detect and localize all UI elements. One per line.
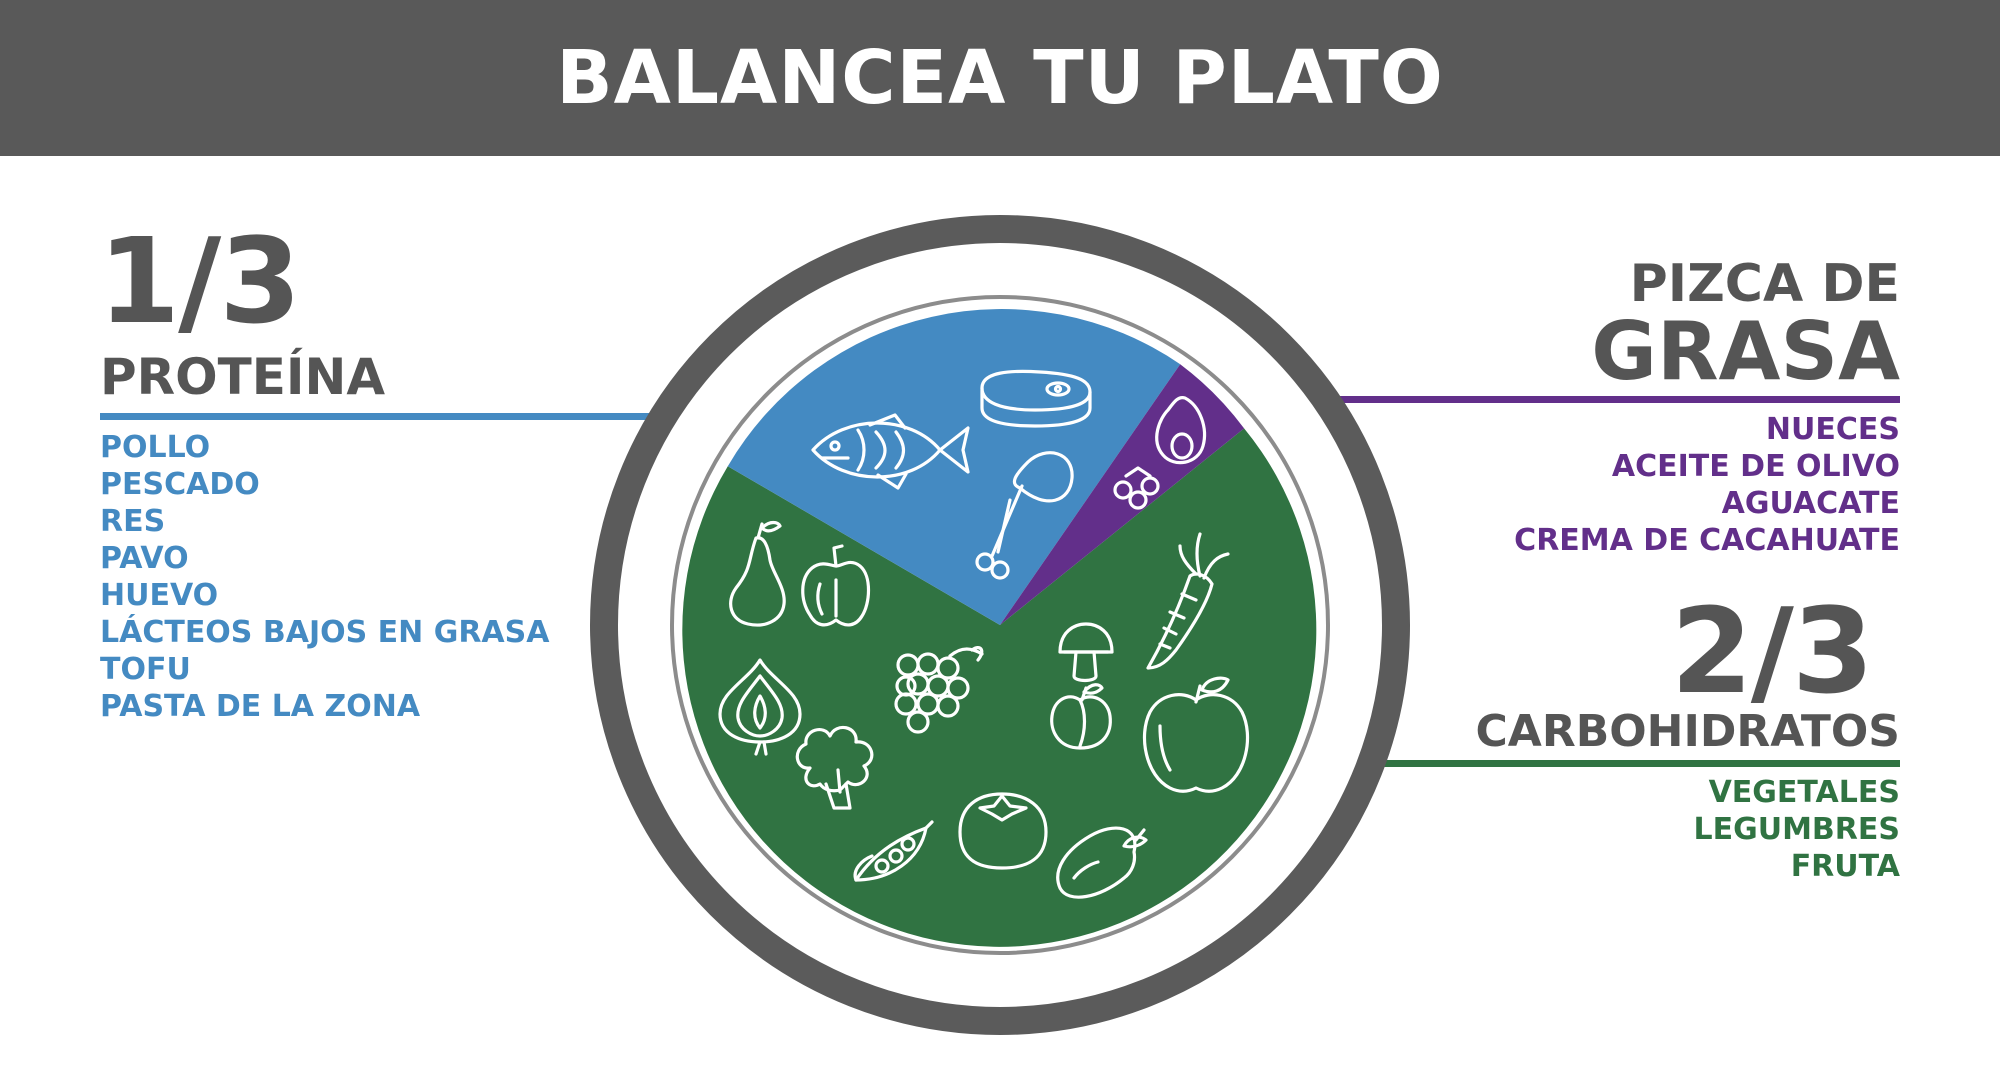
protein-segment: [727, 309, 1181, 625]
list-item: AGUACATE: [1721, 486, 1900, 521]
fat-list: NUECES ACEITE DE OLIVO AGUACATE CREMA DE…: [1514, 411, 1900, 559]
peach-icon: [1050, 683, 1112, 750]
fish-icon: [811, 413, 970, 490]
tomato-icon: [958, 792, 1048, 870]
protein-label: PROTEÍNA: [100, 348, 386, 406]
bell-pepper-icon: [801, 544, 871, 627]
olives-icon: [1113, 466, 1160, 510]
list-item: PAVO: [100, 541, 189, 576]
pear-icon: [729, 520, 786, 627]
page-title: BALANCEA TU PLATO: [556, 35, 1444, 121]
pea-pod-icon: [853, 820, 934, 882]
carbs-list: VEGETALES LEGUMBRES FRUTA: [1693, 774, 1900, 885]
carbs-label: CARBOHIDRATOS: [1475, 706, 1900, 757]
list-item: PESCADO: [100, 467, 260, 502]
list-item: VEGETALES: [1708, 775, 1900, 810]
list-item: POLLO: [100, 430, 211, 465]
carbs-fraction: 2/3: [1670, 582, 1874, 720]
protein-fraction: 1/3: [98, 212, 301, 350]
eggplant-icon: [1056, 826, 1148, 899]
fat-rule: [1320, 396, 1900, 403]
list-item: PASTA DE LA ZONA: [100, 689, 421, 724]
list-item: LÁCTEOS BAJOS EN GRASA: [100, 615, 550, 650]
list-item: RES: [100, 504, 166, 539]
protein-list: POLLO PESCADO RES PAVO HUEVO LÁCTEOS BAJ…: [100, 429, 549, 725]
list-item: LEGUMBRES: [1693, 812, 1900, 847]
list-item: HUEVO: [100, 578, 219, 613]
fat-heading-line1: PIZCA DE: [1629, 254, 1900, 314]
apple-icon: [1142, 676, 1250, 793]
fat-segment: [1000, 364, 1245, 625]
list-item: CREMA DE CACAHUATE: [1514, 523, 1900, 558]
list-item: TOFU: [100, 652, 191, 687]
grapes-icon: [894, 646, 984, 734]
broccoli-icon: [795, 725, 874, 810]
protein-rule: [100, 413, 660, 420]
chicken-leg-icon: [975, 451, 1074, 580]
onion-icon: [718, 658, 802, 756]
carrot-icon: [1146, 532, 1230, 670]
steak-icon: [980, 369, 1092, 428]
fat-heading-line2: GRASA: [1591, 305, 1900, 398]
mushroom-icon: [1058, 622, 1114, 683]
header-bar: BALANCEA TU PLATO: [0, 0, 2000, 156]
avocado-icon: [1155, 396, 1207, 465]
list-item: ACEITE DE OLIVO: [1611, 449, 1900, 484]
list-item: NUECES: [1765, 412, 1900, 447]
list-item: FRUTA: [1790, 849, 1900, 884]
carbs-segment: [682, 428, 1317, 947]
carbs-rule: [1360, 760, 1900, 767]
